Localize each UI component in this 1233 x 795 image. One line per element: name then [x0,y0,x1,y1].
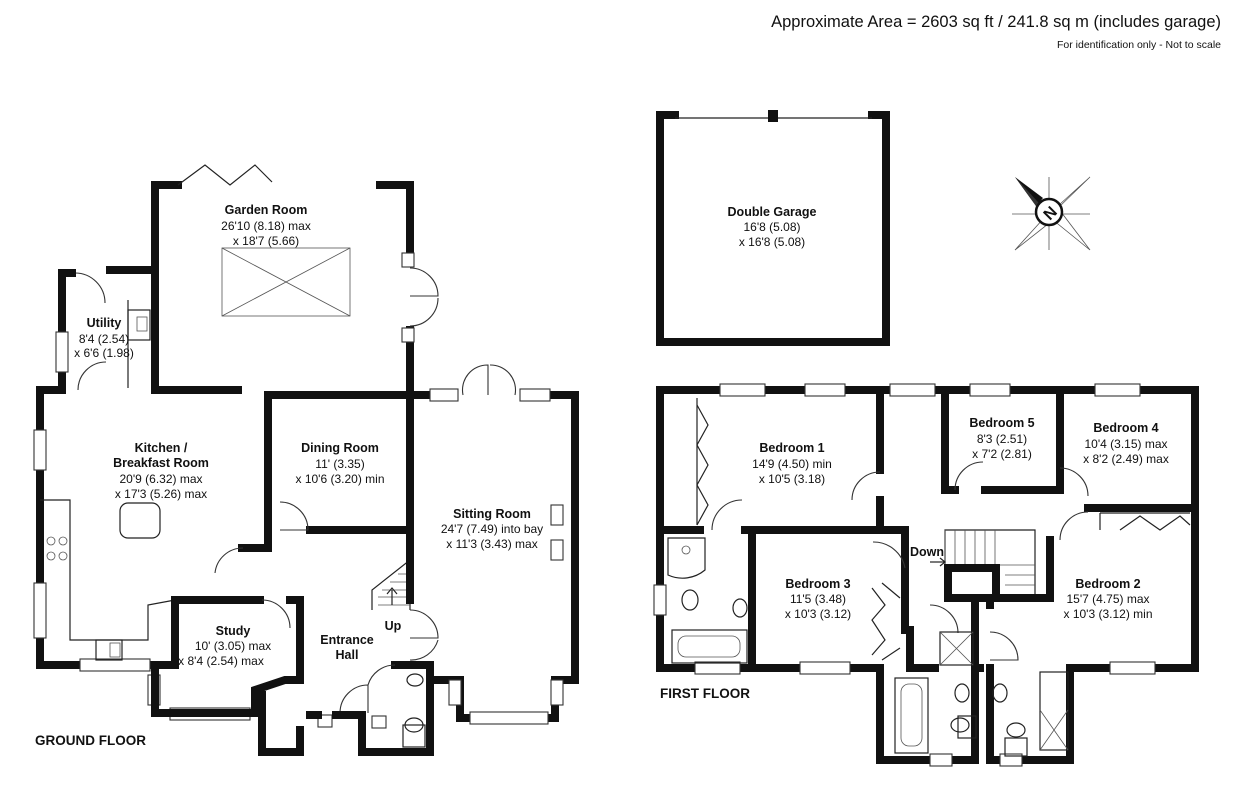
bedroom-3-dim-1: 11'5 (3.48) [790,592,846,606]
sitting-room-dim-1: 24'7 (7.49) into bay [441,522,543,536]
garden-room-dim-2: x 18'7 (5.66) [233,234,299,248]
entrance-hall-name-1: Entrance [320,633,374,647]
utility-dim-2: x 6'6 (1.98) [74,346,134,360]
bedroom-3-name: Bedroom 3 [785,577,850,591]
stairs-down-label: Down [910,545,944,559]
stairs-up-label: Up [385,619,402,633]
disclaimer-note: For identification only - Not to scale [1057,39,1221,51]
dining-room-name: Dining Room [301,441,379,455]
first-floor-plan [653,383,1199,767]
sitting-room-dim-2: x 11'3 (3.43) max [446,537,537,551]
bedroom-1-dim-1: 14'9 (4.50) min [752,457,832,471]
ground-floor-plan [33,164,579,756]
bedroom-4-dim-1: 10'4 (3.15) max [1085,437,1168,451]
garage-dim-2: x 16'8 (5.08) [739,235,805,249]
bedroom-5-name: Bedroom 5 [969,416,1034,430]
garden-room-name: Garden Room [225,203,308,217]
utility-name: Utility [87,316,122,330]
bedroom-1-dim-2: x 10'5 (3.18) [759,472,825,486]
garage-name: Double Garage [728,205,817,219]
ground-floor-title: GROUND FLOOR [35,733,146,748]
kitchen-dim-2: x 17'3 (5.26) max [115,487,207,501]
entrance-hall-name-2: Hall [336,648,359,662]
approximate-area: Approximate Area = 2603 sq ft / 241.8 sq… [771,13,1221,31]
study-dim-2: x 8'4 (2.54) max [178,654,264,668]
garage-dim-1: 16'8 (5.08) [744,220,801,234]
first-floor-title: FIRST FLOOR [660,686,750,701]
kitchen-name-2: Breakfast Room [113,456,209,470]
double-garage-plan [656,110,890,346]
dining-room-dim-2: x 10'6 (3.20) min [296,472,385,486]
bedroom-2-dim-2: x 10'3 (3.12) min [1064,607,1153,621]
bedroom-5-dim-1: 8'3 (2.51) [977,432,1027,446]
utility-dim-1: 8'4 (2.54) [79,332,129,346]
bedroom-2-dim-1: 15'7 (4.75) max [1067,592,1150,606]
bedroom-3-dim-2: x 10'3 (3.12) [785,607,851,621]
bedroom-4-dim-2: x 8'2 (2.49) max [1083,452,1169,466]
bedroom-2-name: Bedroom 2 [1075,577,1140,591]
study-dim-1: 10' (3.05) max [195,639,271,653]
bedroom-4-name: Bedroom 4 [1093,421,1158,435]
sitting-room-name: Sitting Room [453,507,531,521]
study-name: Study [216,624,251,638]
bedroom-1-name: Bedroom 1 [759,441,824,455]
bedroom-5-dim-2: x 7'2 (2.81) [972,447,1032,461]
kitchen-name-1: Kitchen / [135,441,188,455]
kitchen-dim-1: 20'9 (6.32) max [120,472,203,486]
garden-room-dim-1: 26'10 (8.18) max [221,219,311,233]
dining-room-dim-1: 11' (3.35) [315,457,364,471]
compass-icon [1012,176,1091,251]
